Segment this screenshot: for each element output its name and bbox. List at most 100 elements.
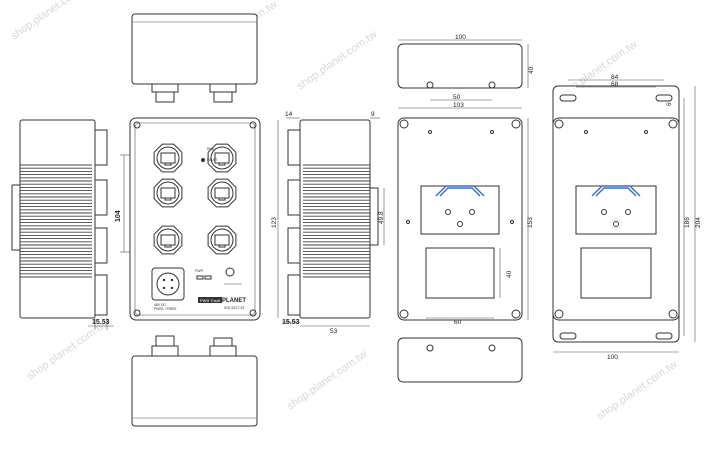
din-clip (11, 184, 20, 251)
mount-hole (644, 130, 648, 134)
dim-bracket-top-height: 40 (528, 66, 535, 74)
din-rail (580, 247, 652, 299)
connector-side (94, 129, 108, 166)
connector-side (287, 227, 301, 264)
watermark-text: shop.planet.com.tw (25, 318, 110, 382)
rj45-latch (164, 244, 172, 248)
bracket-plate (397, 337, 523, 383)
clip-screw (625, 209, 631, 215)
bottom-bracket (397, 337, 523, 383)
led-indicator (196, 275, 204, 280)
slot-hole (655, 332, 673, 340)
rj45-latch (218, 244, 226, 248)
front-panel (129, 117, 261, 321)
dim-side-inner: 49.8 (378, 211, 385, 224)
console-port (225, 267, 235, 277)
connector-side (94, 179, 108, 216)
rj45-port-grid (153, 143, 237, 255)
screw-hole (249, 121, 257, 129)
model-number: IGS-5227-6T (224, 306, 246, 310)
din-spring (435, 185, 485, 197)
rj45-port-ring (210, 146, 234, 170)
screw-hole (133, 309, 141, 317)
mount-hole (490, 130, 494, 134)
status-led (201, 158, 205, 162)
clip-screw (445, 209, 451, 215)
rj45-latch (218, 162, 226, 166)
dim-wall-top-1: 84 (611, 74, 619, 81)
mount-hole (584, 130, 588, 134)
mount-hole (510, 220, 514, 224)
slot-hole (559, 332, 577, 340)
clip-screw (613, 221, 619, 227)
clip-screw (601, 209, 607, 215)
dim-wall-height-1: 186 (684, 217, 691, 228)
connector-stub (155, 91, 175, 103)
din-clip (370, 187, 379, 246)
mount-hole (406, 220, 410, 224)
connector-stub (155, 335, 175, 347)
heat-sink-fins (20, 164, 92, 278)
front-panel-inner (134, 122, 256, 316)
power-pin (162, 286, 166, 290)
dim-din-total: 153 (527, 217, 534, 228)
connector-stub (213, 91, 233, 103)
mount-hole (428, 130, 432, 134)
front-view: Ring FAULT 48V DC PWR1 / PWR2 PWR PWR Fa… (115, 117, 261, 321)
screw-hole (133, 121, 141, 129)
dim-side-bottom-left: 15.53 (282, 319, 300, 326)
top-view (131, 13, 258, 103)
dim-wall-right-small: 6 (666, 102, 673, 106)
label-ring: Ring (207, 147, 214, 151)
dim-side-top-right: 9 (371, 111, 375, 118)
dim-front-height: 104 (115, 210, 122, 222)
bracket-hole (426, 344, 434, 352)
watermark-text: shop.planet.com.tw (595, 358, 680, 422)
rj45-latch (218, 197, 226, 201)
rj45-port-ring (156, 181, 180, 205)
din-rail-back-view: 40 60 153 (397, 117, 534, 326)
connector-stub (213, 337, 233, 347)
label-fault: FAULT (207, 158, 217, 162)
slot-hole (655, 94, 673, 102)
rj45-latch (164, 162, 172, 166)
power-pin (162, 278, 166, 282)
bottom-view-body (131, 355, 258, 427)
dim-wall-bottom: 100 (607, 354, 618, 361)
rj45-port-housing (207, 178, 237, 208)
dim-din-height: 40 (506, 270, 513, 278)
screw-hole (668, 119, 678, 129)
screw-hole (399, 119, 409, 129)
slot-hole (559, 94, 577, 102)
heat-sink-fins (303, 164, 370, 278)
connector-stub (151, 345, 179, 357)
bracket-hole (426, 81, 434, 89)
clip-screw (469, 209, 475, 215)
dim-side-width: 53 (330, 328, 338, 335)
dim-side-height: 123 (271, 217, 278, 228)
watermark-text: shop.planet.com.tw (9, 0, 94, 42)
connector-stub (151, 83, 179, 93)
bracket-hole (488, 344, 496, 352)
din-spring (591, 185, 641, 197)
dim-bracket-hole-spacing: 50 (453, 94, 461, 101)
badge-pwr: PWR (200, 298, 209, 303)
connector-side (94, 227, 108, 264)
connector-side (287, 274, 301, 316)
right-side-view: 14 9 123 49.8 15.53 53 (271, 111, 385, 335)
connector-stub (209, 83, 237, 93)
screw-hole (668, 309, 678, 319)
screw-hole (511, 309, 521, 319)
rj45-port-ring (156, 228, 180, 252)
rj45-port-housing (207, 143, 237, 173)
dim-bracket-top-width: 100 (455, 34, 466, 41)
clip-screw (457, 221, 463, 227)
rj45-latch (164, 197, 172, 201)
rj45-port-ring (156, 146, 180, 170)
screw-hole (554, 309, 564, 319)
power-pin (170, 286, 174, 290)
dim-wall-top-2: 68 (611, 81, 619, 88)
bracket-hole (488, 81, 496, 89)
